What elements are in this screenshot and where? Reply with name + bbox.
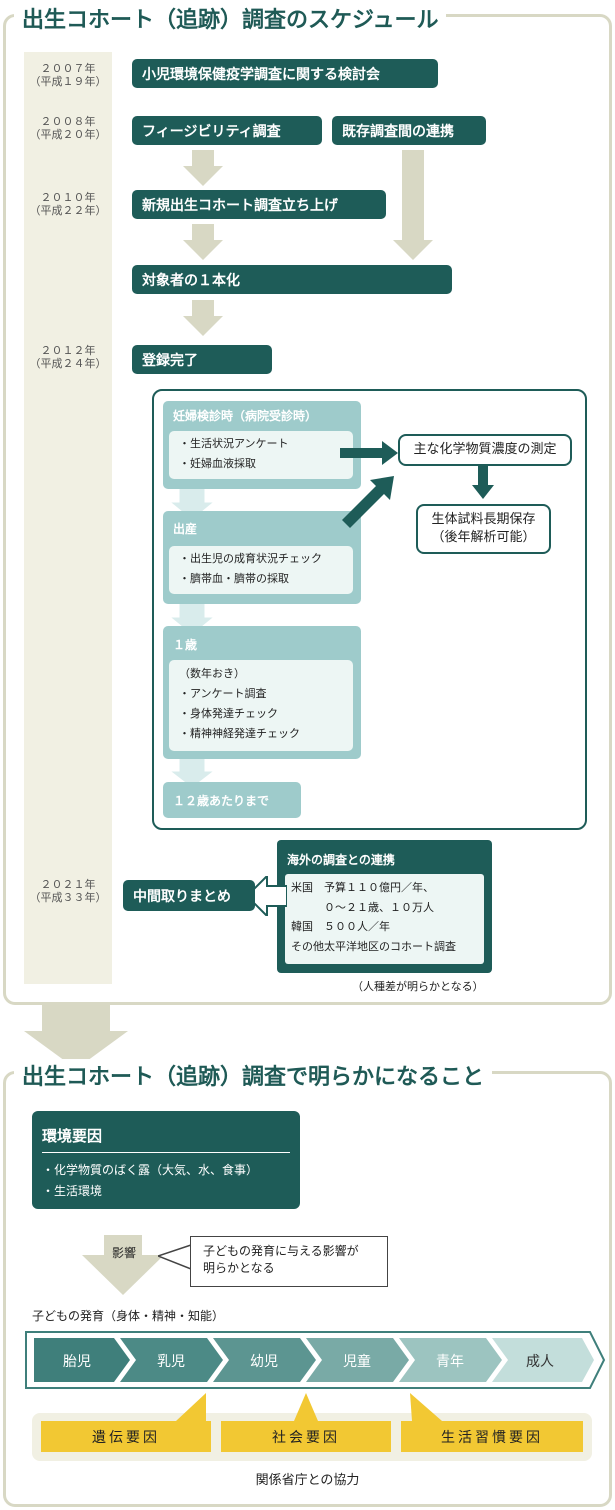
year-2010: ２０１０年（平成２２年） — [29, 191, 107, 217]
development-label: 子どもの発育（身体・精神・知能） — [32, 1309, 225, 1323]
stage-list: （数年おき） ・アンケート調査 ・身体発達チェック ・精神神経発達チェック — [169, 660, 353, 751]
overseas-title: 海外の調査との連携 — [287, 853, 395, 867]
year-2007: ２００７年（平成１９年） — [29, 62, 107, 88]
review-meeting-box: 小児環境保健疫学調査に関する検討会 — [132, 59, 438, 88]
environment-box: 環境要因 ・化学物質のばく露（大気、水、食事） ・生活環境 — [32, 1111, 300, 1209]
list-item: ・化学物質のばく露（大気、水、食事） — [42, 1163, 259, 1177]
stage-pregnancy: 妊婦検診時（病院受診時） ・生活状況アンケート ・妊婦血液採取 — [163, 401, 361, 489]
callout-pointer — [158, 1244, 192, 1270]
list-item: ・生活状況アンケート — [179, 437, 289, 450]
factor-pointer — [294, 1393, 318, 1421]
overseas-note: （人種差が明らかとなる） — [352, 980, 484, 993]
arrow-down-icon — [183, 150, 223, 186]
list-item: ・臍帯血・臍帯の採取 — [179, 572, 289, 585]
list-item: ０～２１歳、１０万人 — [291, 900, 434, 914]
arrow-down-icon — [393, 150, 433, 260]
environment-title: 環境要因 — [42, 1127, 103, 1145]
stage-title: 出産 — [173, 522, 198, 536]
stage-title: １２歳あたりまで — [173, 794, 270, 808]
arrow-down-icon — [183, 224, 223, 260]
stage-title: 妊婦検診時（病院受診時） — [173, 409, 318, 423]
stage-fetus: 胎児 — [63, 1354, 91, 1370]
stage-adult: 成人 — [526, 1354, 554, 1370]
arrow-right-icon — [340, 441, 398, 465]
stage-age1: １歳 （数年おき） ・アンケート調査 ・身体発達チェック ・精神神経発達チェック — [163, 626, 361, 759]
stage-infant: 乳児 — [157, 1354, 185, 1370]
year-2012: ２０１２年（平成２４年） — [29, 344, 107, 370]
list-item: ・生活環境 — [42, 1184, 103, 1198]
stage-birth: 出産 ・出生児の成育状況チェック ・臍帯血・臍帯の採取 — [163, 511, 361, 604]
factor-genetic: 遺伝要因 — [41, 1421, 211, 1452]
cooperation-label: 関係省庁との協力 — [255, 1473, 360, 1488]
overseas-box: 海外の調査との連携 米国 予算１１０億円／年、 ０～２１歳、１０万人 韓国 ５０… — [277, 840, 492, 973]
stage-list: ・出生児の成育状況チェック ・臍帯血・臍帯の採取 — [169, 546, 353, 594]
list-item: 米国 予算１１０億円／年、 — [291, 881, 434, 894]
development-bar — [25, 1331, 606, 1389]
stage-child: 児童 — [343, 1354, 371, 1370]
arrow-down-icon — [170, 758, 214, 788]
arrow-down-icon — [183, 300, 223, 336]
launch-box: 新規出生コホート調査立ち上げ — [132, 190, 386, 219]
existing-link-box: 既存調査間の連携 — [332, 116, 486, 145]
overseas-list: 米国 予算１１０億円／年、 ０～２１歳、１０万人 韓国 ５００人／年 その他太平… — [285, 874, 484, 964]
arrow-down-icon — [82, 1235, 164, 1295]
arrow-down-icon — [24, 1005, 128, 1069]
list-item: ・アンケート調査 — [179, 687, 267, 700]
stage-list: ・生活状況アンケート ・妊婦血液採取 — [169, 431, 353, 479]
stage-toddler: 幼児 — [250, 1354, 278, 1370]
year-2008: ２００８年（平成２０年） — [29, 115, 107, 141]
divider — [42, 1152, 290, 1153]
list-item: その他太平洋地区のコホート調査 — [291, 939, 456, 953]
factor-pointer — [410, 1393, 442, 1421]
factor-social: 社会要因 — [221, 1421, 391, 1452]
feasibility-box: フィージビリティ調査 — [132, 116, 322, 145]
sample-storage-box: 生体試料長期保存 （後年解析可能） — [416, 504, 551, 554]
stage-youth: 青年 — [436, 1354, 464, 1370]
list-item: ・妊婦血液採取 — [179, 457, 256, 470]
arrow-left-icon — [247, 876, 287, 916]
influence-callout: 子どもの発育に与える影響が 明らかとなる — [190, 1236, 388, 1287]
outcomes-title: 出生コホート（追跡）調査で明らかになること — [14, 1059, 493, 1091]
year-2021: ２０２１年（平成３３年） — [29, 878, 107, 904]
list-item: （数年おき） — [179, 667, 245, 680]
influence-label: 影響 — [111, 1246, 136, 1260]
timeline-column — [24, 52, 112, 984]
stage-until12: １２歳あたりまで — [163, 782, 301, 818]
arrow-down-icon — [472, 465, 494, 499]
list-item: ・身体発達チェック — [179, 707, 278, 720]
factor-pointer — [176, 1393, 206, 1421]
list-item: 韓国 ５００人／年 — [291, 920, 390, 933]
arrow-diagonal-icon — [342, 476, 394, 528]
stage-title: １歳 — [173, 638, 198, 652]
interim-box: 中間取りまとめ — [123, 880, 255, 911]
registration-box: 登録完了 — [132, 345, 272, 374]
list-item: ・精神神経発達チェック — [179, 727, 300, 740]
factor-lifestyle: 生活習慣要因 — [401, 1421, 583, 1452]
schedule-title: 出生コホート（追跡）調査のスケジュール — [14, 2, 447, 34]
chem-measure-box: 主な化学物質濃度の測定 — [398, 434, 572, 466]
list-item: ・出生児の成育状況チェック — [179, 552, 322, 565]
unify-box: 対象者の１本化 — [132, 265, 452, 294]
